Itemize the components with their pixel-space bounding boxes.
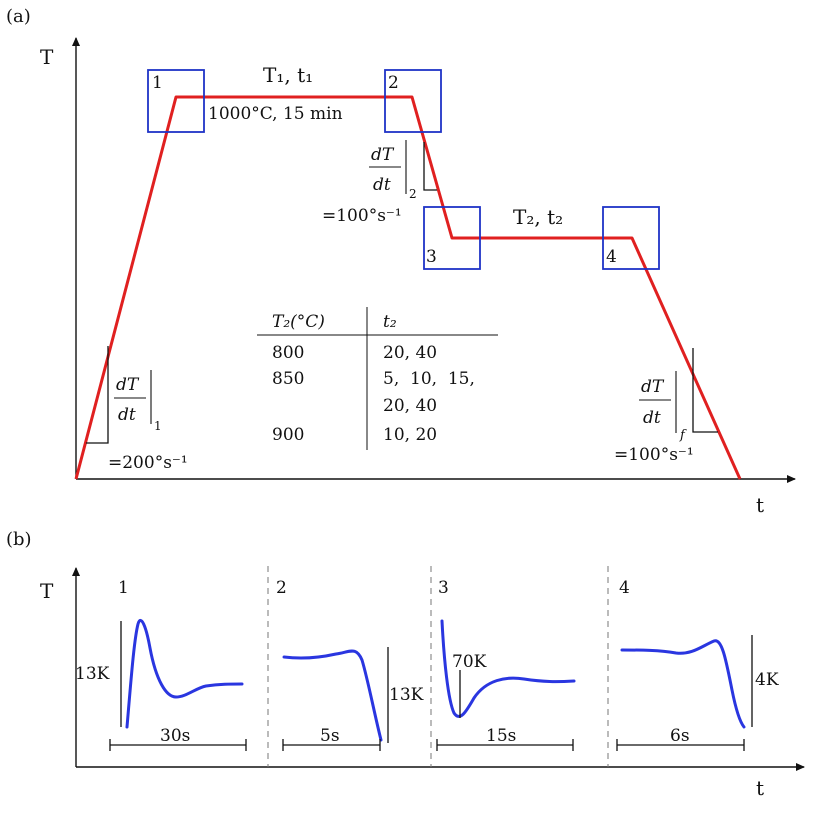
panel-b-x-label: t [756,776,764,800]
point-1-label: 1 [152,73,163,93]
segment-3-amp: 70K [452,652,487,672]
table-header-t2: t₂ [383,312,397,332]
point-2-box [384,69,442,133]
point-1-box [147,69,205,133]
table-header-t2c: T₂(°C) [272,312,325,332]
point-3-marker: 3 [423,206,481,270]
rate-2-denominator: dt [373,175,391,195]
panel-a-label: (a) [6,6,31,27]
segment-3-label: 3 [438,578,449,598]
panel-b-y-label: T [40,579,54,603]
hold-2-name: T₂, t₂ [513,205,563,229]
trace-segment-2: 2 13K 5s [276,578,424,751]
table-row-850-temp: 850 [272,369,304,389]
trace-segment-4: 4 4K 6s [616,578,779,751]
segment-1-label: 1 [118,578,129,598]
point-2-marker: 2 [384,69,442,133]
point-4-box [602,206,660,270]
rate-2-slope-triangle [423,142,437,191]
rate-f-numerator: dT [641,377,665,397]
rate-2-numerator: dT [371,145,395,165]
rate-2-annotation: dT dt 2 =100°s⁻¹ [322,140,437,226]
segment-3-duration: 15s [486,726,516,746]
rate-f-denominator: dt [643,408,661,428]
table-row-850-times: 5, 10, 15, [383,369,475,389]
segment-4-trace [620,639,746,729]
isothermal-table: T₂(°C) t₂ 800 20, 40 850 5, 10, 15, 20, … [257,307,498,450]
panel-a-x-label: t [756,493,764,517]
segment-2-duration: 5s [320,726,340,746]
panel-b-label: (b) [6,529,32,550]
rate-1-subscript: 1 [154,419,162,433]
rate-1-annotation: dT dt 1 =200°s⁻¹ [86,346,188,473]
segment-4-duration: 6s [670,726,690,746]
segment-1-trace [125,618,244,729]
point-3-label: 3 [426,247,437,267]
trace-segment-1: 1 13K 30s [75,578,247,751]
rate-f-annotation: dT dt f =100°s⁻¹ [614,348,718,465]
segment-4-amp: 4K [755,670,779,690]
rate-2-value: =100°s⁻¹ [322,206,402,226]
table-row-900-times: 10, 20 [383,425,437,445]
trace-segment-3: 3 70K 15s [436,578,576,751]
segment-1-duration: 30s [160,726,190,746]
rate-f-value: =100°s⁻¹ [614,445,694,465]
rate-2-subscript: 2 [409,187,417,201]
table-row-900-temp: 900 [272,425,304,445]
rate-f-subscript: f [679,428,687,443]
rate-1-numerator: dT [116,375,140,395]
panel-b: (b) T t 1 13K 30s 2 13K 5s [6,529,805,800]
point-4-marker: 4 [602,206,660,270]
point-4-label: 4 [606,247,617,267]
rate-f-slope-triangle [692,348,718,433]
table-row-850-times-cont: 20, 40 [383,396,437,416]
table-row-800-times: 20, 40 [383,343,437,363]
segment-2-trace [282,649,383,742]
hold-1-value: 1000°C, 15 min [208,104,343,124]
segment-1-amp: 13K [75,664,110,684]
panel-a-y-label: T [40,45,54,69]
table-row-800-temp: 800 [272,343,304,363]
point-3-box [423,206,481,270]
point-2-label: 2 [388,73,399,93]
rate-1-denominator: dt [118,405,136,425]
segment-3-trace [440,619,576,718]
rate-1-slope-triangle [86,346,109,444]
segment-2-amp: 13K [389,685,424,705]
point-1-marker: 1 [147,69,205,133]
segment-2-label: 2 [276,578,287,598]
panel-a: (a) T t 1 2 3 4 T₁, t₁ 1000°C, 15 min T₂… [6,6,796,517]
rate-1-value: =200°s⁻¹ [108,453,188,473]
segment-4-label: 4 [619,578,630,598]
hold-1-name: T₁, t₁ [263,63,313,87]
temperature-profile-line [74,95,742,480]
